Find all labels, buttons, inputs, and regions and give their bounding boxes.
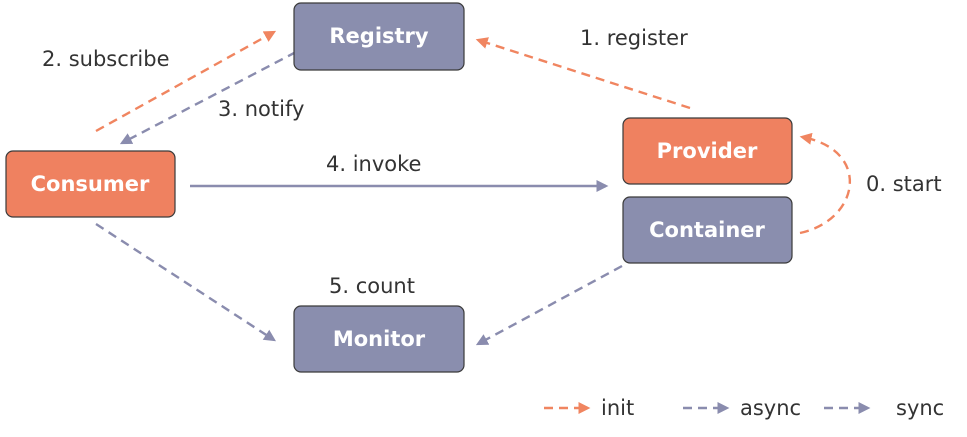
count-label: 5. count <box>329 274 415 298</box>
monitor-label: Monitor <box>333 327 426 351</box>
register-arrow <box>475 37 691 110</box>
registry-label: Registry <box>329 24 429 48</box>
subscribe-label: 2. subscribe <box>42 47 170 71</box>
legend: init async sync <box>544 396 944 420</box>
consumer-node: Consumer <box>5 150 176 218</box>
consumer-label: Consumer <box>31 172 150 196</box>
legend-async-label: async <box>740 396 801 420</box>
legend-sync-label: sync <box>896 396 944 420</box>
provider-node: Provider <box>622 117 793 185</box>
register-label: 1. register <box>580 26 688 50</box>
invoke-label: 4. invoke <box>326 152 421 176</box>
container-label: Container <box>649 218 765 242</box>
container-node: Container <box>622 196 793 264</box>
registry-node: Registry <box>293 2 465 71</box>
monitor-node: Monitor <box>293 305 465 373</box>
start-arrow <box>799 132 852 235</box>
start-label: 0. start <box>866 172 942 196</box>
count-container-arrow <box>475 264 623 346</box>
provider-label: Provider <box>657 139 758 163</box>
notify-arrow <box>119 50 297 145</box>
legend-init-label: init <box>601 396 634 420</box>
subscribe-arrow <box>95 30 277 133</box>
count-consumer-arrow <box>95 222 277 342</box>
notify-label: 3. notify <box>218 97 304 121</box>
